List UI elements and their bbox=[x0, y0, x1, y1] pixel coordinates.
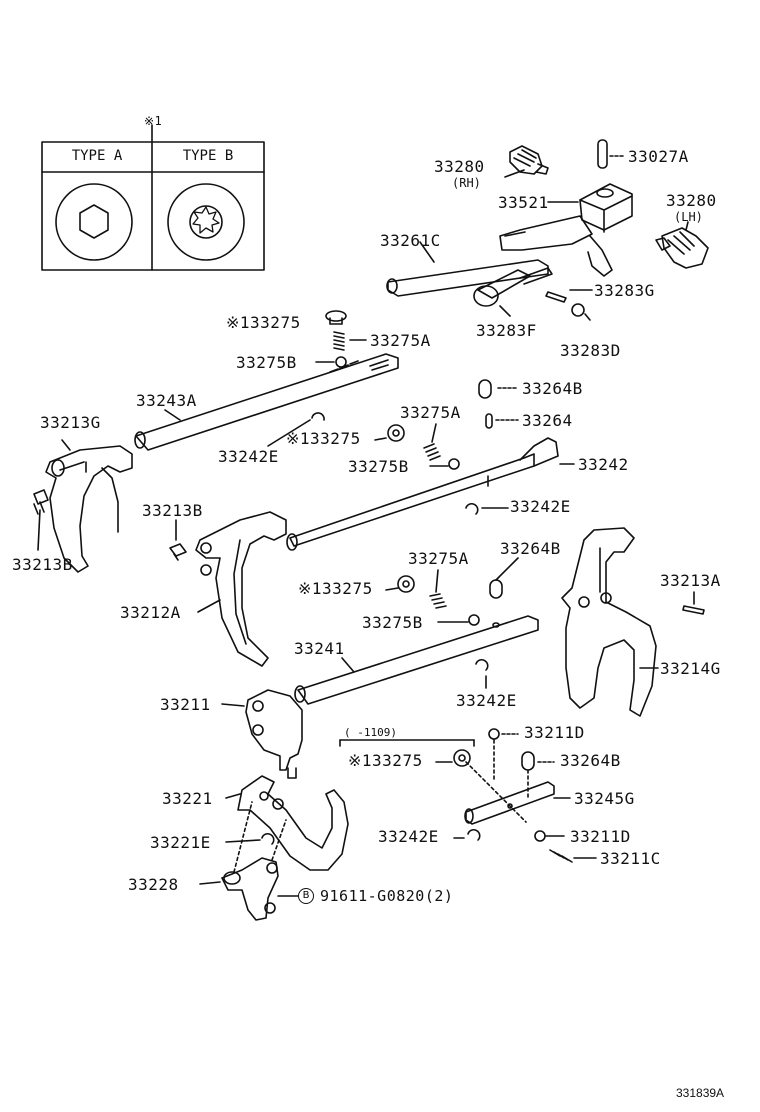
bolt-mark-b: B bbox=[298, 888, 314, 904]
spring-33211c-icon bbox=[549, 849, 573, 863]
fork-33214g-icon bbox=[561, 527, 657, 717]
spring-33275a-top-icon bbox=[333, 331, 345, 351]
label-33275b-mid[interactable]: 33275B bbox=[348, 457, 409, 476]
spring-33275a-mid-icon bbox=[423, 443, 441, 461]
shaft-33242-icon bbox=[286, 437, 559, 551]
label-33275a-top[interactable]: 33275A bbox=[370, 331, 431, 350]
lever-shaft-33283f-icon bbox=[473, 267, 553, 307]
label-33221e[interactable]: 33221E bbox=[150, 833, 211, 852]
label-33280-rh[interactable]: 33280 bbox=[434, 157, 485, 176]
label-33242[interactable]: 33242 bbox=[578, 455, 629, 474]
bracket-1109 bbox=[339, 739, 475, 747]
label-33221[interactable]: 33221 bbox=[162, 789, 213, 808]
label-33213g[interactable]: 33213G bbox=[40, 413, 101, 432]
spring-33275a-low-icon bbox=[429, 593, 447, 609]
ball-33275b-low-icon bbox=[468, 614, 480, 626]
label-33213b-1[interactable]: 33213B bbox=[142, 501, 203, 520]
label-33242e-3[interactable]: 33242E bbox=[456, 691, 517, 710]
label-33211d-2[interactable]: 33211D bbox=[570, 827, 631, 846]
pin-33264b-2-icon bbox=[489, 579, 503, 599]
ball-33275b-mid-icon bbox=[448, 458, 460, 470]
label-1109: ( -1109) bbox=[344, 726, 397, 739]
label-33280-lh[interactable]: 33280 bbox=[666, 191, 717, 210]
label-33283d[interactable]: 33283D bbox=[560, 341, 621, 360]
lever-33221-icon bbox=[237, 775, 349, 871]
label-33214g[interactable]: 33214G bbox=[660, 659, 721, 678]
label-33275a-low[interactable]: 33275A bbox=[408, 549, 469, 568]
label-33241[interactable]: 33241 bbox=[294, 639, 345, 658]
label-33264b-3[interactable]: 33264B bbox=[560, 751, 621, 770]
clip-33242e-2-icon bbox=[465, 502, 479, 515]
label-33264[interactable]: 33264 bbox=[522, 411, 573, 430]
shaft-33245g-icon bbox=[464, 781, 555, 825]
label-33261c[interactable]: 33261C bbox=[380, 231, 441, 250]
type-a-header: TYPE A bbox=[71, 148, 123, 164]
label-33521[interactable]: 33521 bbox=[498, 193, 549, 212]
label-33211c[interactable]: 33211C bbox=[600, 849, 661, 868]
pin-33213a-icon bbox=[682, 605, 705, 615]
label-33242e-4[interactable]: 33242E bbox=[378, 827, 439, 846]
plug-33275-low-icon bbox=[397, 575, 415, 593]
bolt-33283d-icon bbox=[571, 303, 585, 317]
label-33275b-top[interactable]: 33275B bbox=[236, 353, 297, 372]
selector-33211-icon bbox=[245, 689, 303, 779]
label-33242e-2[interactable]: 33242E bbox=[510, 497, 571, 516]
shaft-33243a-icon bbox=[134, 353, 399, 451]
fork-33212a-icon bbox=[195, 511, 287, 667]
clip-33221e-icon bbox=[261, 832, 275, 845]
label-33275b-low[interactable]: 33275B bbox=[362, 613, 423, 632]
label-33264b-2[interactable]: 33264B bbox=[500, 539, 561, 558]
label-33275-low[interactable]: ※133275 bbox=[298, 579, 373, 598]
diagram-code: 331839A bbox=[676, 1086, 725, 1100]
ball-33211d-2-icon bbox=[534, 830, 546, 842]
type-a-bolt-head-icon bbox=[55, 183, 133, 261]
clip-33242e-4-icon bbox=[467, 828, 481, 841]
label-33027a[interactable]: 33027A bbox=[628, 147, 689, 166]
label-33242e-1[interactable]: 33242E bbox=[218, 447, 279, 466]
clip-33242e-3-icon bbox=[475, 658, 489, 671]
label-33211[interactable]: 33211 bbox=[160, 695, 211, 714]
ball-33211d-1-icon bbox=[488, 728, 500, 740]
label-33275a-mid[interactable]: 33275A bbox=[400, 403, 461, 422]
label-33245g[interactable]: 33245G bbox=[574, 789, 635, 808]
label-33280-lh-sub: (LH) bbox=[674, 210, 703, 224]
label-33213a[interactable]: 33213A bbox=[660, 571, 721, 590]
pin-33264-icon bbox=[485, 413, 493, 429]
pin-33264b-1-icon bbox=[478, 379, 492, 399]
pin-33283g-icon bbox=[545, 291, 567, 303]
label-33275-mid[interactable]: ※133275 bbox=[286, 429, 361, 448]
pin-33264b-3-icon bbox=[521, 751, 535, 771]
type-inset bbox=[41, 124, 265, 271]
label-33280-rh-sub: (RH) bbox=[452, 176, 481, 190]
label-91611-g0820[interactable]: 91611-G0820(2) bbox=[320, 887, 454, 905]
label-33283f[interactable]: 33283F bbox=[476, 321, 537, 340]
label-33283g[interactable]: 33283G bbox=[594, 281, 655, 300]
type-b-bolt-head-icon bbox=[167, 183, 245, 261]
label-33211d-1[interactable]: 33211D bbox=[524, 723, 585, 742]
label-33275-bot[interactable]: ※133275 bbox=[348, 751, 423, 770]
label-33213b-2[interactable]: 33213B bbox=[12, 555, 73, 574]
fork-33213g-icon bbox=[45, 445, 133, 573]
bolt-33280-lh-icon bbox=[655, 227, 709, 269]
shaft-33241-icon bbox=[294, 615, 539, 705]
bolt-33213b-1-icon bbox=[33, 489, 49, 515]
clip-33242e-1-icon bbox=[311, 412, 325, 421]
plug-33275-mid-icon bbox=[387, 424, 405, 442]
bolt-33280-rh-icon bbox=[509, 145, 549, 175]
type-b-header: TYPE B bbox=[182, 148, 234, 164]
plug-33275-bot-icon bbox=[453, 749, 471, 767]
shaft-33261c-icon bbox=[386, 259, 549, 297]
bolt-33213b-2-icon bbox=[169, 543, 187, 561]
label-33243a[interactable]: 33243A bbox=[136, 391, 197, 410]
lever-33228-icon bbox=[221, 857, 279, 921]
label-33212a[interactable]: 33212A bbox=[120, 603, 181, 622]
plug-33275-top-icon bbox=[325, 310, 347, 325]
inset-ref-mark: ※1 bbox=[144, 114, 163, 128]
shift-head-33521-icon bbox=[499, 183, 633, 277]
label-33275-top[interactable]: ※133275 bbox=[226, 313, 301, 332]
label-33264b-1[interactable]: 33264B bbox=[522, 379, 583, 398]
label-33228[interactable]: 33228 bbox=[128, 875, 179, 894]
pin-33027a-icon bbox=[597, 139, 608, 169]
